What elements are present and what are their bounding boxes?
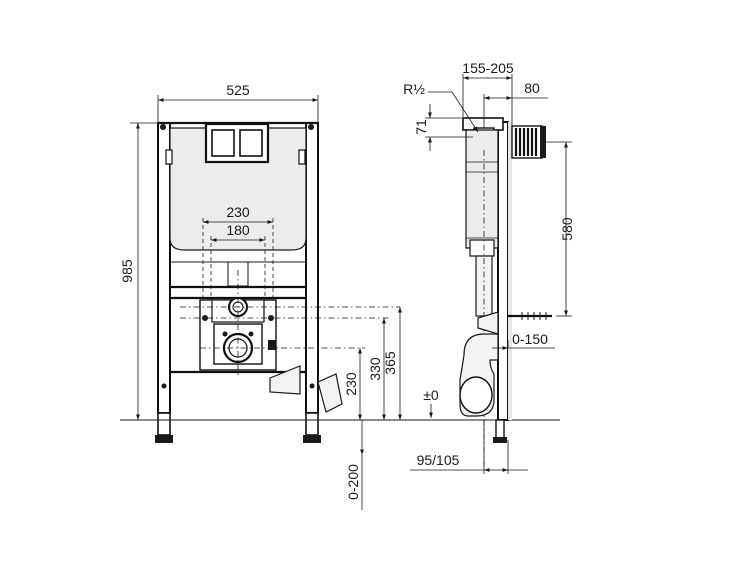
cistern-right-clip (298, 149, 306, 165)
right-foot (305, 412, 319, 436)
dim-adjust-range: 0-150 (512, 331, 548, 347)
right-top-bolt (308, 124, 314, 130)
thread-leader (428, 91, 479, 133)
drain-elbow-lower (317, 373, 343, 413)
side-clamp (268, 340, 276, 350)
foot-bolt-left (161, 383, 167, 389)
dim-inlet-height: 71 (413, 119, 429, 135)
dim-depth-range: 155-205 (462, 60, 514, 76)
left-top-bolt (160, 124, 166, 130)
dim-front-width: 525 (226, 82, 250, 98)
drain-elbow (269, 365, 301, 395)
left-foot-plate (155, 435, 173, 443)
wall-surface (508, 122, 512, 420)
dim-floor-adjust: 0-200 (345, 464, 361, 500)
side-cistern-outlet (469, 239, 495, 257)
cistern-tank (169, 127, 307, 251)
connection-ribs (514, 126, 546, 158)
anchor-rod-thread (521, 312, 547, 320)
dim-wall-offset: 95/105 (417, 452, 460, 468)
floor-level-label: ±0 (423, 387, 439, 403)
dim-bolt-inner: 180 (226, 222, 250, 238)
flush-button-right (239, 129, 263, 157)
thread-size-label: R½ (403, 81, 425, 97)
right-frame-post (305, 122, 319, 414)
cistern-left-clip (165, 149, 173, 165)
dim-top-height: 365 (382, 351, 398, 375)
left-foot (157, 412, 171, 436)
dim-tank-height: 580 (559, 217, 575, 241)
side-foot-plate (493, 437, 507, 443)
mounting-bolt-inner-left (222, 331, 228, 337)
dim-bolt-height: 330 (367, 357, 383, 381)
mounting-bolt-inner-right (248, 331, 254, 337)
flush-button-left (211, 129, 235, 157)
left-frame-post (157, 122, 171, 414)
dim-drain-height: 230 (343, 372, 359, 396)
dim-pipe-depth: 80 (524, 80, 540, 96)
mounting-bolt-left (202, 315, 208, 321)
dim-bolt-outer: 230 (226, 204, 250, 220)
side-frame-post (497, 121, 509, 421)
side-view: 155-205 80 R½ 71 580 0-150 95/105 (403, 60, 575, 474)
side-drain-opening (459, 376, 493, 414)
foot-bolt-right (309, 383, 315, 389)
dim-front-height: 985 (119, 259, 135, 283)
front-view: 525 985 230 180 230 330 365 0-200 ±0 (119, 82, 560, 510)
right-foot-plate (303, 435, 321, 443)
side-cistern (465, 129, 499, 249)
